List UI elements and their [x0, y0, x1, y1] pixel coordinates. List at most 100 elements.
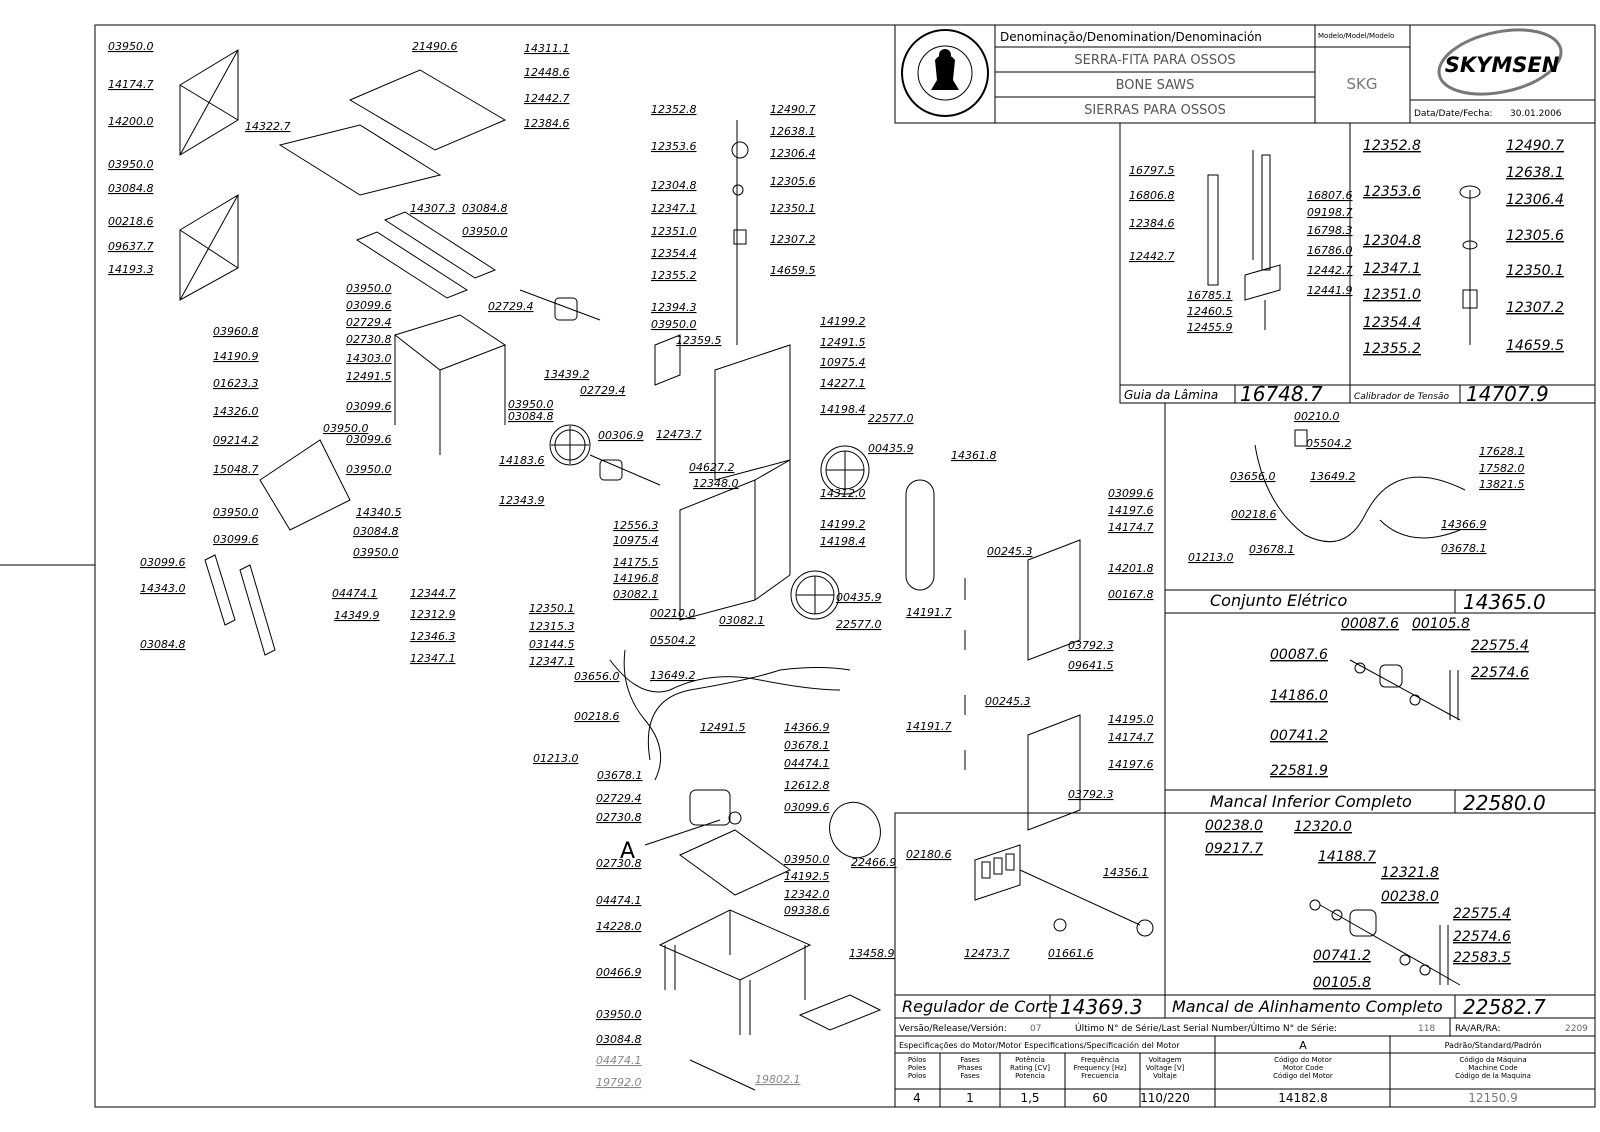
motor-col-header: Código de la Maquina — [1455, 1072, 1531, 1080]
motor-col-header: Rating [CV] — [1010, 1064, 1050, 1072]
part-number-label: 16807.6 — [1307, 189, 1353, 202]
part-number-label: 00741.2 — [1270, 728, 1328, 744]
part-number-label: 16806.8 — [1129, 189, 1175, 202]
part-number-label: 03082.1 — [719, 614, 765, 627]
motor-col-value: 60 — [1092, 1091, 1107, 1105]
motor-col-header: Frecuencia — [1081, 1072, 1119, 1080]
part-number-label: 00210.0 — [650, 607, 696, 620]
part-number-label: 12491.5 — [700, 721, 746, 734]
part-number-label: 14199.2 — [820, 315, 866, 328]
part-number-label: 01623.3 — [213, 377, 259, 390]
part-number-label: 03950.0 — [462, 225, 508, 238]
part-number-label: 14174.7 — [108, 78, 154, 91]
part-number-label: 12490.7 — [1506, 138, 1564, 154]
subassembly-captions: Guia da Lâmina 16748.7 Calibrador de Ten… — [902, 382, 1549, 1019]
code-regulador: 14369.3 — [1060, 995, 1143, 1019]
part-number-label: 12351.0 — [1363, 287, 1421, 303]
part-number-label: 00105.8 — [1412, 616, 1470, 632]
part-number-label: 03099.6 — [140, 556, 186, 569]
part-number-label: 03950.0 — [508, 398, 554, 411]
part-number-label: 00238.0 — [1381, 889, 1439, 905]
caption-calibrador: Calibrador de Tensão — [1354, 392, 1449, 402]
part-number-label: 12384.6 — [524, 117, 570, 130]
part-number-label: 03950.0 — [323, 422, 369, 435]
part-number-label: 09637.7 — [108, 240, 154, 253]
part-number-label: 12491.5 — [346, 370, 392, 383]
part-number-label: 22577.0 — [836, 618, 882, 631]
motor-spec-table: Versão/Release/Versión: 07 Último N° de … — [894, 1017, 1596, 1108]
part-number-label: 12350.1 — [529, 602, 575, 615]
part-number-label: 00435.9 — [868, 442, 914, 455]
name-es: SIERRAS PARA OSSOS — [1084, 103, 1226, 118]
part-number-label: 03656.0 — [1230, 470, 1276, 483]
part-number-label: 12355.2 — [1363, 341, 1421, 357]
part-number-label: 02729.4 — [596, 792, 642, 805]
caption-mancal-inferior: Mancal Inferior Completo — [1210, 792, 1412, 811]
part-number-label: 12473.7 — [656, 428, 702, 441]
part-number-label: 03950.0 — [651, 318, 697, 331]
part-number-label: 12342.0 — [784, 888, 830, 901]
part-number-label: 14186.0 — [1270, 688, 1328, 704]
part-number-label: 13439.2 — [544, 368, 590, 381]
part-number-label: 12612.8 — [784, 779, 830, 792]
part-number-label: 03099.6 — [346, 433, 392, 446]
part-number-label: 19802.1 — [755, 1073, 801, 1086]
part-number-label: 14199.2 — [820, 518, 866, 531]
part-number-label: 12315.3 — [529, 620, 575, 633]
caption-conjunto-eletrico: Conjunto Elétrico — [1210, 591, 1347, 610]
serial-value: 118 — [1418, 1024, 1435, 1034]
part-number-label: 02729.4 — [346, 316, 392, 329]
caption-regulador: Regulador de Corte — [902, 997, 1058, 1016]
authorized-service-stamp — [901, 29, 989, 117]
part-number-label: 12355.2 — [651, 269, 697, 282]
part-number-label: 12307.2 — [1506, 300, 1564, 316]
part-number-label: 04474.1 — [596, 1054, 642, 1067]
part-number-label: 03099.6 — [213, 533, 259, 546]
motor-col-header: Código do Motor — [1274, 1056, 1332, 1064]
part-number-label: 12448.6 — [524, 66, 570, 79]
part-number-label: 01213.0 — [1188, 551, 1234, 564]
part-number-label: 12491.5 — [820, 336, 866, 349]
part-number-label: 14366.9 — [784, 721, 830, 734]
part-number-label: 14312.0 — [820, 487, 866, 500]
part-number-label: 12350.1 — [1506, 263, 1564, 279]
part-number-label: 03084.8 — [596, 1033, 642, 1046]
part-number-label: 03792.3 — [1068, 788, 1114, 801]
motor-col-header: Potencia — [1015, 1072, 1045, 1080]
motor-col-value: 12150.9 — [1468, 1091, 1518, 1105]
part-number-label: 03656.0 — [574, 670, 620, 683]
brand-logo: SKYMSEN — [1437, 28, 1563, 96]
part-number-label: 00466.9 — [596, 966, 642, 979]
motor-col-header: Voltagem — [1148, 1056, 1181, 1064]
part-number-label: 14340.5 — [356, 506, 402, 519]
part-number-label: 05504.2 — [1306, 437, 1352, 450]
part-number-label: 03678.1 — [1441, 542, 1487, 555]
part-number-label: 03084.8 — [508, 410, 554, 423]
part-number-label: 12354.4 — [1363, 315, 1421, 331]
motor-header: Especificações do Motor/Motor Especifica… — [899, 1040, 1180, 1050]
part-number-label: 14659.5 — [1506, 338, 1564, 354]
motor-col-header: Potência — [1015, 1056, 1045, 1064]
part-number-label: 00087.6 — [1270, 647, 1328, 663]
model-header: Modelo/Model/Modelo — [1318, 32, 1394, 40]
standard-header: Padrão/Standard/Padrón — [1445, 1040, 1542, 1050]
part-number-label: 04474.1 — [332, 587, 378, 600]
part-number-label: 01661.6 — [1048, 947, 1094, 960]
part-number-label: 10975.4 — [820, 356, 866, 369]
part-number-label: 03678.1 — [784, 739, 830, 752]
part-number-label: 14307.3 — [410, 202, 456, 215]
part-number-label: 14174.7 — [1108, 731, 1154, 744]
ra-label: RA/AR/RA: — [1455, 1024, 1500, 1034]
part-number-label: 00218.6 — [1231, 508, 1277, 521]
motor-col-header: Fases — [960, 1056, 980, 1064]
motor-col-header: Frequency [Hz] — [1074, 1064, 1127, 1072]
part-number-label: 22575.4 — [1453, 906, 1511, 922]
part-number-label: 02729.4 — [580, 384, 626, 397]
part-number-label: 09214.2 — [213, 434, 259, 447]
part-number-label: 12347.1 — [529, 655, 575, 668]
part-number-label: 00105.8 — [1313, 975, 1371, 991]
part-number-label: 22581.9 — [1270, 763, 1328, 779]
motor-col-header: Pólos — [908, 1056, 926, 1064]
part-number-label: 12351.0 — [651, 225, 697, 238]
name-en: BONE SAWS — [1116, 78, 1195, 93]
